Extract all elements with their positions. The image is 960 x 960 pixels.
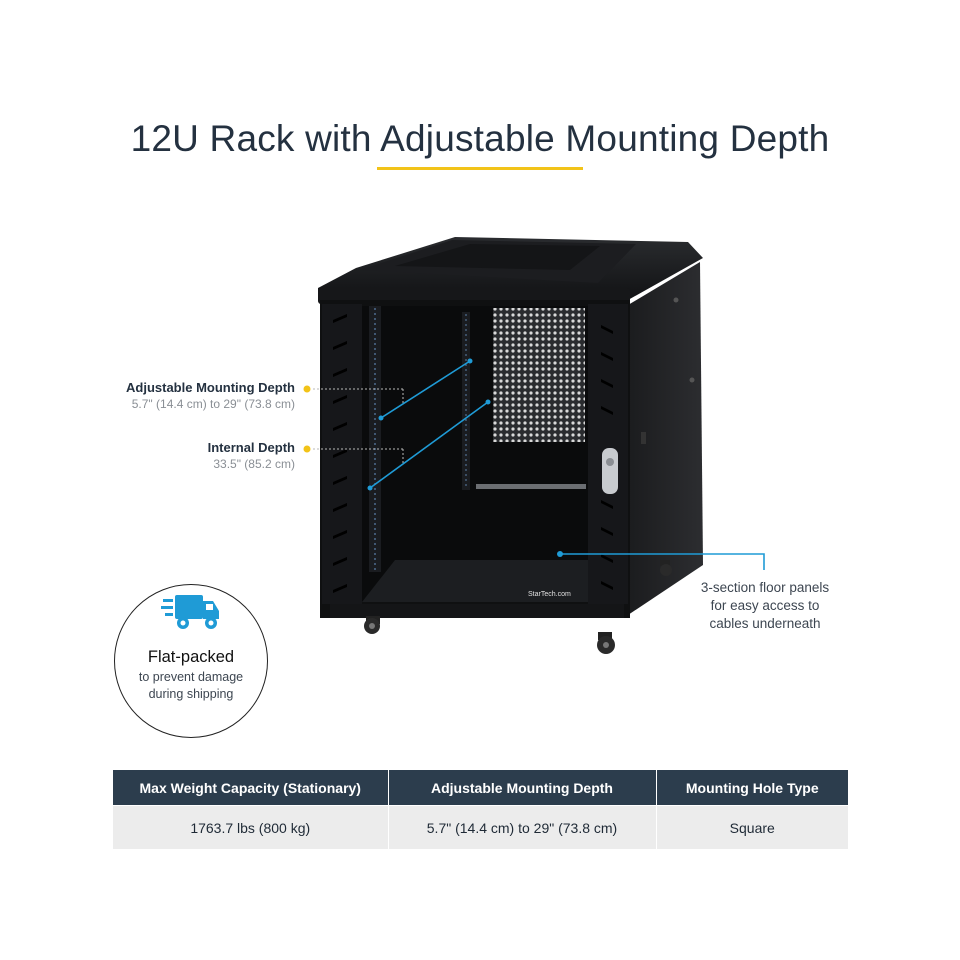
badge-subtext: to prevent damage during shipping [115, 669, 267, 703]
title-underline [377, 167, 583, 170]
rack-crossbar [476, 484, 586, 489]
spec-value-mounting-depth: 5.7" (14.4 cm) to 29" (73.8 cm) [388, 805, 657, 849]
floor-note-line: 3-section floor panels [700, 580, 830, 595]
side-latch [641, 432, 646, 444]
door-handle-icon [602, 448, 618, 494]
callout-heading: Adjustable Mounting Depth [126, 380, 295, 395]
delivery-truck-icon [161, 595, 219, 629]
brand-label: StarTech.com [528, 591, 571, 598]
callout-subtext: 5.7" (14.4 cm) to 29" (73.8 cm) [131, 397, 295, 411]
left-post-slots [333, 314, 347, 593]
callout-subtext: 33.5" (85.2 cm) [213, 457, 295, 471]
badge-heading: Flat-packed [147, 648, 235, 666]
table-row: 1763.7 lbs (800 kg) 5.7" (14.4 cm) to 29… [113, 805, 848, 849]
rack-side-panel [628, 262, 703, 615]
side-screw [673, 297, 679, 303]
badge-subtext-line: during shipping [148, 687, 234, 701]
callout-leader-lines [313, 388, 404, 465]
spec-value-hole-type: Square [656, 805, 848, 849]
spec-value-weight: 1763.7 lbs (800 kg) [113, 805, 389, 849]
spec-table-header-row: Max Weight Capacity (Stationary) Adjusta… [113, 770, 848, 806]
callout-dot-2 [303, 445, 311, 453]
depth-arrows [369, 360, 765, 570]
floor-panel-note: 3-section floor panels for easy access t… [680, 579, 850, 633]
rack-floor [362, 560, 588, 602]
rear-mesh-panel [493, 308, 585, 442]
callout-dot-1 [303, 385, 311, 393]
page-title: 12U Rack with Adjustable Mounting Depth [130, 118, 830, 159]
callout-mounting-depth: Adjustable Mounting Depth 5.7" (14.4 cm)… [60, 380, 295, 411]
spec-header-mounting-depth: Adjustable Mounting Depth [388, 770, 657, 806]
callout-internal-depth: Internal Depth 33.5" (85.2 cm) [60, 440, 295, 471]
spec-table: Max Weight Capacity (Stationary) Adjusta… [113, 770, 848, 849]
spec-header-weight: Max Weight Capacity (Stationary) [113, 770, 389, 806]
right-post-slots [601, 325, 613, 590]
floor-note-line: for easy access to [710, 598, 820, 613]
rack-base [330, 604, 624, 618]
flat-packed-badge: Flat-packed to prevent damage during shi… [114, 584, 268, 738]
caster-wheel-icon [364, 616, 380, 634]
callout-heading: Internal Depth [207, 440, 295, 455]
badge-subtext-line: to prevent damage [138, 670, 244, 684]
floor-note-line: cables underneath [709, 616, 821, 631]
spec-header-hole-type: Mounting Hole Type [656, 770, 848, 806]
